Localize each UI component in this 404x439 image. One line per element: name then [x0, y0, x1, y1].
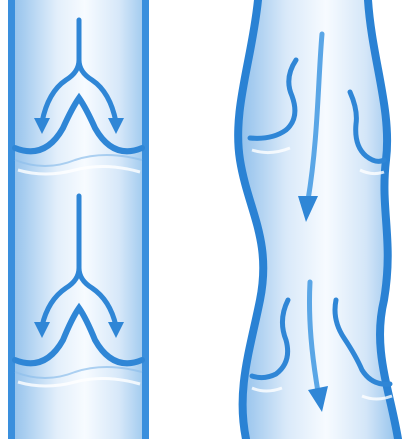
- varicose-vein: [238, 0, 398, 439]
- normal-vein-left-wall: [8, 0, 15, 439]
- normal-vein: [8, 0, 149, 439]
- normal-vein-right-wall: [142, 0, 149, 439]
